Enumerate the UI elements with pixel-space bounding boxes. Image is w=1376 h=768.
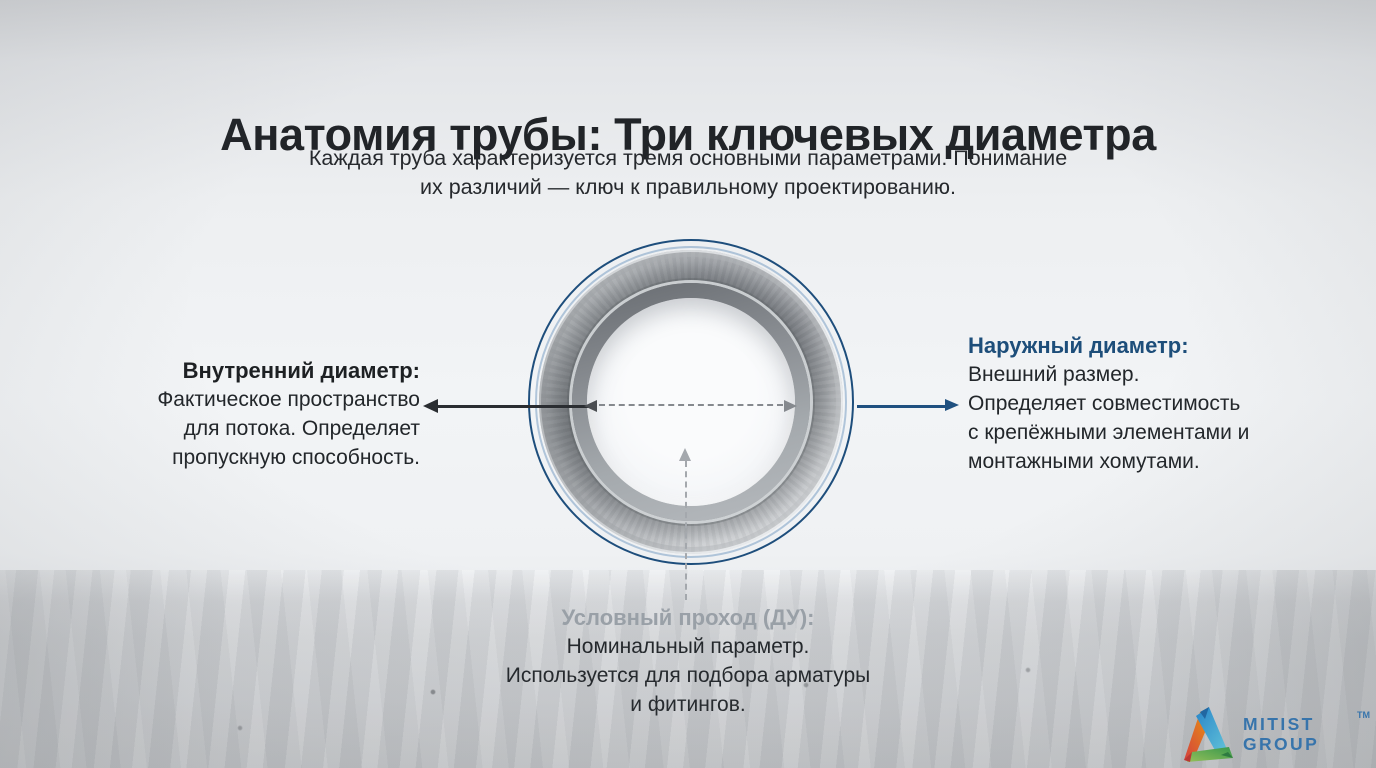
inner-diameter-dashed-line <box>599 404 783 406</box>
outer-diameter-line-3: с крепёжными элементами и <box>968 421 1250 444</box>
pipe-bore <box>587 298 795 506</box>
nominal-bore-dashed-line <box>685 461 687 600</box>
nominal-bore-line-3: и фитингов. <box>630 693 746 716</box>
inner-diameter-line-1: Фактическое пространство <box>157 388 420 411</box>
nominal-bore-line-2: Используется для подбора арматуры <box>505 664 871 687</box>
dashed-arrowhead-left-icon <box>584 400 597 412</box>
subtitle-line-1: Каждая труба характеризуется тремя основ… <box>308 146 1068 170</box>
nominal-bore-label: Условный проход (ДУ): <box>561 605 815 630</box>
inner-diameter-line-2: для потока. Определяет <box>183 417 420 440</box>
nominal-bore-arrowhead-icon <box>679 448 691 461</box>
outer-diameter-echo-ring <box>535 246 847 558</box>
outer-diameter-circle <box>528 239 854 565</box>
outer-diameter-arrowhead-icon <box>945 399 959 411</box>
page-title: Анатомия трубы: Три ключевых диаметра <box>220 109 1156 161</box>
outer-diameter-line-4: монтажными хомутами. <box>968 450 1200 473</box>
outer-diameter-line-2: Определяет совместимость <box>968 392 1241 415</box>
subtitle-line-2: их различий — ключ к правильному проекти… <box>419 175 956 199</box>
inner-diameter-line-3: пропускную способность. <box>172 446 420 469</box>
inner-diameter-arrowhead-icon <box>423 399 438 413</box>
logo-wordmark: MITIST GROUP <box>1243 714 1320 754</box>
annotation-nominal-bore: Условный проход (ДУ): Номинальный параме… <box>408 603 968 719</box>
outer-diameter-line-1: Внешний размер. <box>968 363 1140 386</box>
outer-diameter-arrow-line <box>857 405 946 408</box>
logo-word-2: GROUP <box>1243 733 1320 754</box>
page-subtitle: Каждая труба характеризуется тремя основ… <box>0 144 1376 202</box>
logo-word-1: MITIST <box>1243 714 1315 734</box>
outer-diameter-label: Наружный диаметр: <box>968 333 1189 358</box>
annotation-outer-diameter: Наружный диаметр: Внешний размер. Опреде… <box>968 331 1318 476</box>
mitist-triangle-logo-icon <box>1184 707 1233 762</box>
dashed-arrowhead-right-icon <box>784 400 797 412</box>
trademark-symbol: TM <box>1357 710 1370 720</box>
inner-diameter-label: Внутренний диаметр: <box>182 358 420 383</box>
concrete-floor <box>0 570 1376 768</box>
inner-diameter-arrow-line <box>436 405 590 408</box>
annotation-inner-diameter: Внутренний диаметр: Фактическое простран… <box>40 356 420 472</box>
nominal-bore-line-1: Номинальный параметр. <box>566 635 810 658</box>
